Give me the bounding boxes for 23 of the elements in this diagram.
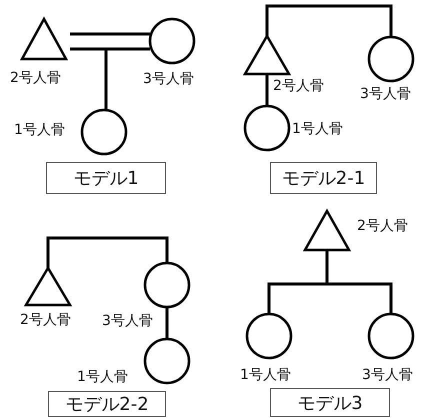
- bone-label: 2号人骨: [10, 70, 61, 87]
- double-line: [70, 32, 150, 36]
- model-label: モデル1: [46, 162, 166, 194]
- bone-label: 1号人骨: [240, 367, 291, 384]
- bone-label: 2号人骨: [273, 78, 324, 95]
- connector-line: [166, 307, 168, 339]
- connector-line: [266, 74, 268, 106]
- connector-line: [46, 236, 168, 268]
- bone-label: 1号人骨: [14, 122, 65, 139]
- model-label: モデル2-1: [270, 162, 377, 194]
- bone-label: 3号人骨: [362, 367, 413, 384]
- model-label: モデル3: [270, 388, 390, 417]
- bone-label: 3号人骨: [143, 71, 194, 88]
- model-label: モデル2-2: [48, 391, 166, 417]
- connector-line: [266, 4, 392, 37]
- bone-label: 2号人骨: [357, 218, 408, 235]
- connector-line: [104, 48, 150, 110]
- bone-label: 2号人骨: [20, 312, 71, 329]
- bone-label: 3号人骨: [360, 86, 411, 103]
- bone-label: 3号人骨: [102, 313, 153, 330]
- bone-label: 1号人骨: [292, 121, 343, 138]
- bone-label: 1号人骨: [77, 369, 128, 386]
- connector-line: [268, 248, 392, 316]
